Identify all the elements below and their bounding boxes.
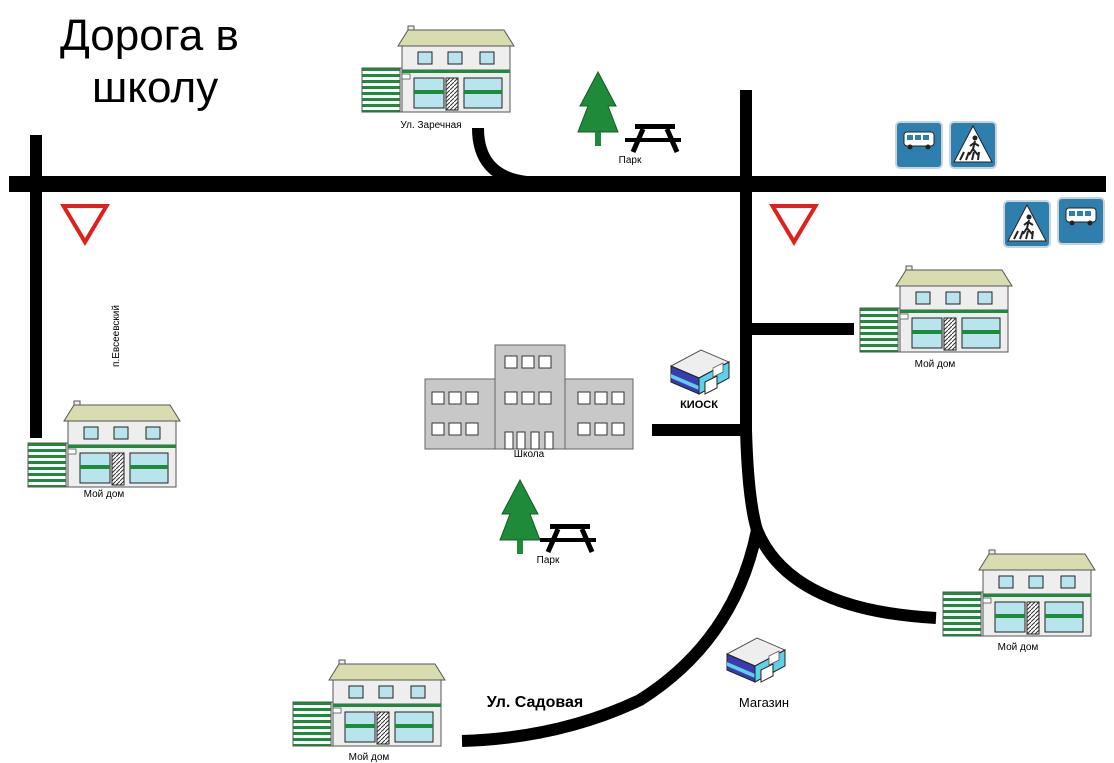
home-label-left: Мой дом <box>84 489 125 500</box>
bus-stop-sign-icon <box>895 121 943 169</box>
park-label-bottom: Парк <box>537 555 560 566</box>
picnic-table-icon <box>540 524 596 552</box>
vertical-road <box>740 184 763 532</box>
street-label-sadovaya: Ул. Садовая <box>487 694 583 711</box>
fir-tree-icon <box>499 479 541 555</box>
picnic-table-icon <box>625 124 681 152</box>
house-icon <box>859 265 1013 353</box>
street-label-zarechnaya: Ул. Заречная <box>400 120 461 131</box>
title-line-2: школу <box>92 63 219 112</box>
zarechnaya-road <box>472 127 527 188</box>
pedestrian-crossing-sign-icon <box>1003 200 1051 248</box>
house-icon <box>942 549 1096 637</box>
shop-icon <box>726 637 786 683</box>
home-label-bottom: Мой дом <box>349 752 390 763</box>
page-title: Дорога в школу <box>60 10 239 114</box>
house-icon <box>292 659 446 747</box>
house-icon <box>27 400 181 488</box>
kiosk-icon <box>670 349 730 395</box>
pedestrian-crossing-sign-icon <box>949 121 997 169</box>
park-label-top: Парк <box>619 155 642 166</box>
street-label-evseevsky: п.Евсеевский <box>111 305 122 367</box>
yield-sign-icon <box>769 204 819 246</box>
kiosk-label: КИОСК <box>680 399 718 411</box>
home-label-right-top: Мой дом <box>915 359 956 370</box>
shop-label: Магазин <box>739 695 789 710</box>
school-building-icon <box>424 344 634 450</box>
school-label: Школа <box>514 449 545 460</box>
roads <box>9 90 1106 747</box>
yield-sign-icon <box>60 204 110 246</box>
house-icon <box>361 25 515 113</box>
sadovaya-road <box>461 528 763 747</box>
fir-tree-icon <box>577 71 619 147</box>
road-to-lower-right-home <box>751 527 937 624</box>
title-line-1: Дорога в <box>60 11 239 60</box>
bus-stop-sign-icon <box>1057 197 1105 245</box>
home-label-right-bottom: Мой дом <box>998 642 1039 653</box>
